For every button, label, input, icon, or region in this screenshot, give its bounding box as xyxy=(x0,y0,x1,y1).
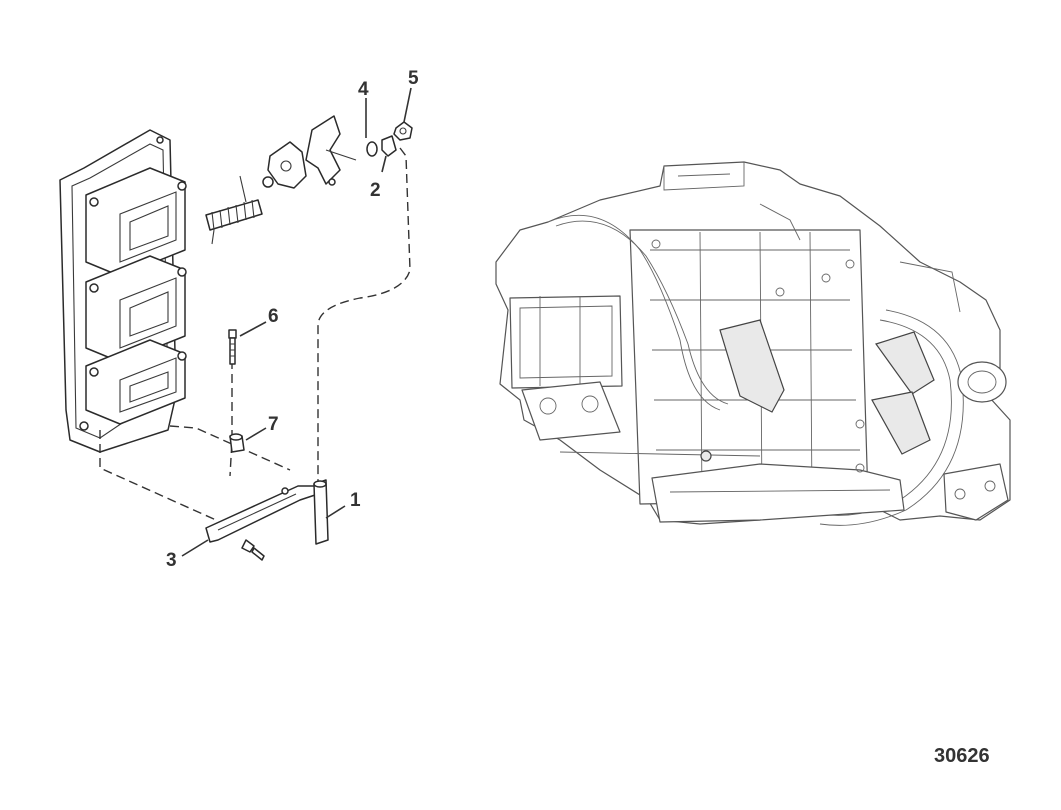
manifold-port-lower xyxy=(85,339,187,425)
screw-3 xyxy=(241,539,265,561)
callout-3: 3 xyxy=(166,550,177,571)
callout-2: 2 xyxy=(370,180,381,201)
engine-locator-illustration xyxy=(495,161,1011,526)
figure-number: 30626 xyxy=(934,745,990,767)
callout-5: 5 xyxy=(408,68,419,89)
manifold-port-upper xyxy=(85,167,187,277)
callout-1: 1 xyxy=(350,490,361,511)
manifold-port-middle xyxy=(85,255,187,363)
pin-1 xyxy=(313,479,329,545)
callout-leaders xyxy=(181,87,412,557)
callout-7: 7 xyxy=(268,414,279,435)
bushing-7 xyxy=(229,433,245,453)
pivot-nut xyxy=(393,121,413,141)
callout-4: 4 xyxy=(358,79,369,100)
return-spring xyxy=(205,175,263,245)
choke-lever-bracket xyxy=(305,115,357,186)
screw-6 xyxy=(228,329,237,365)
callout-6: 6 xyxy=(268,306,279,327)
intake-manifold-plate xyxy=(59,129,187,453)
retainer-clip xyxy=(381,135,397,157)
lever-3 xyxy=(205,485,325,543)
throttle-cam-plate xyxy=(262,141,307,189)
washer xyxy=(366,141,378,157)
